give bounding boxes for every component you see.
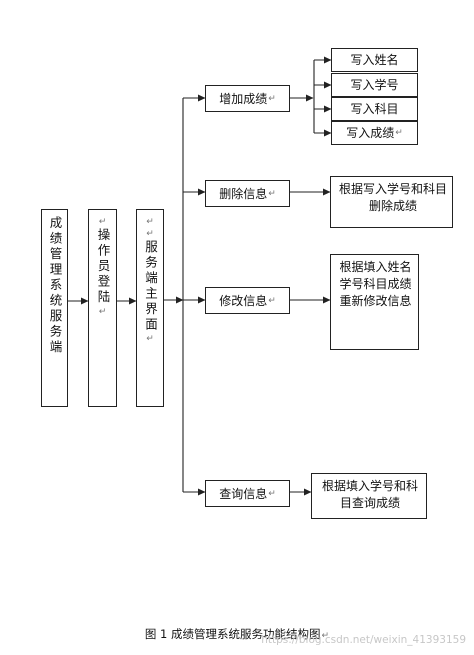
paragraph-mark: ↵	[146, 334, 154, 344]
leaf-modify: 根据填入姓名学号科目成绩重新修改信息	[330, 254, 419, 350]
leaf-delete: 根据写入学号和科目删除成绩	[330, 176, 453, 228]
paragraph-mark: ↵	[268, 488, 276, 499]
leaf-write-subject-label: 写入科目	[350, 102, 399, 116]
paragraph-mark: ↵	[395, 128, 403, 138]
login-box: ↵ 操作员登陆 ↵	[88, 209, 117, 407]
branch-modify-label: 修改信息	[219, 293, 268, 308]
leaf-modify-text: 根据填入姓名学号科目成绩重新修改信息	[339, 260, 412, 308]
caption-text: 图 1 成绩管理系统服务功能结构图	[144, 627, 321, 641]
login-label: 操作员登陆	[95, 228, 111, 306]
watermark: https://blog.csdn.net/weixin_41393159	[261, 634, 466, 646]
leaf-write-id: 写入学号	[331, 73, 418, 97]
branch-delete-label: 删除信息	[219, 186, 268, 201]
leaf-write-score: 写入成绩↵	[331, 121, 418, 145]
branch-delete-box: 删除信息↵	[205, 180, 290, 207]
leaf-write-name-label: 写入姓名	[350, 53, 399, 67]
figure-caption: 图 1 成绩管理系统服务功能结构图↵	[0, 626, 474, 642]
leaf-query: 根据填入学号和科目查询成绩	[311, 473, 427, 519]
root-box: 成绩管理系统服务端	[41, 209, 68, 407]
paragraph-mark: ↵	[268, 295, 276, 306]
leaf-write-subject: 写入科目	[331, 97, 418, 121]
paragraph-mark: ↵	[268, 188, 276, 199]
branch-add-box: 增加成绩↵	[205, 85, 290, 112]
paragraph-mark: ↵	[146, 229, 154, 239]
leaf-write-id-label: 写入学号	[350, 78, 399, 92]
branch-modify-box: 修改信息↵	[205, 287, 290, 314]
main-label: 服务端主界面	[143, 240, 158, 333]
branch-query-box: 查询信息↵	[205, 480, 290, 507]
main-box: ↵ ↵ 服务端主界面 ↵	[136, 209, 164, 407]
paragraph-mark: ↵	[321, 631, 330, 641]
branch-add-label: 增加成绩	[219, 91, 268, 106]
branch-query-label: 查询信息	[219, 486, 268, 501]
leaf-query-text: 根据填入学号和科目查询成绩	[321, 479, 418, 510]
leaf-write-score-label: 写入成绩	[346, 126, 395, 140]
root-label: 成绩管理系统服务端	[47, 216, 63, 356]
leaf-delete-text: 根据写入学号和科目删除成绩	[338, 182, 447, 213]
paragraph-mark: ↵	[98, 217, 107, 227]
paragraph-mark: ↵	[98, 306, 107, 317]
paragraph-mark: ↵	[268, 93, 276, 104]
paragraph-mark: ↵	[146, 217, 154, 227]
leaf-write-name: 写入姓名	[331, 48, 418, 72]
